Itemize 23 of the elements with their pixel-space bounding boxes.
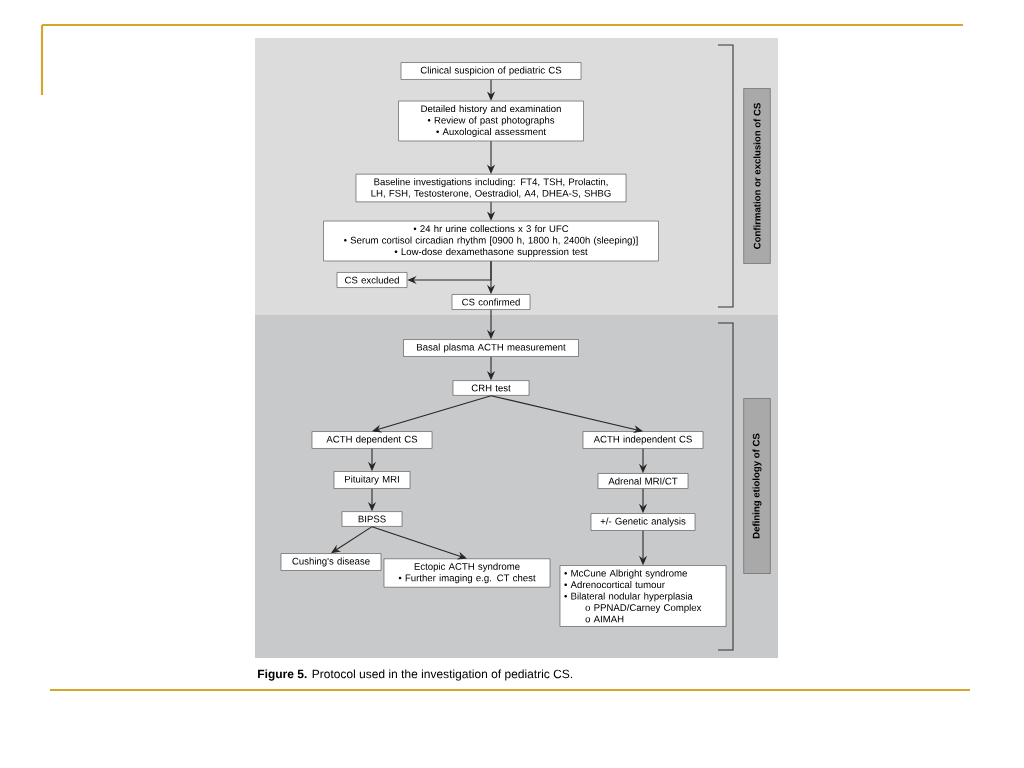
process-box: Cushing's disease xyxy=(280,553,382,571)
process-box: BIPSS xyxy=(341,511,403,527)
arrow xyxy=(372,395,492,433)
process-box: +/- Genetic analysis xyxy=(590,513,696,531)
process-box: Pituitary MRI xyxy=(333,471,411,489)
process-box: Detailed history and examination • Review of past photographs • Auxological assessment xyxy=(398,100,584,142)
process-box: ACTH independent CS xyxy=(582,431,704,449)
process-box: Basal plasma ACTH measurement xyxy=(403,339,579,357)
process-box: Adrenal MRI/CT xyxy=(597,473,689,489)
section-label: Confirmation or exclusion of CS xyxy=(743,88,771,264)
process-box: Baseline investigations including: FT4, TSH, Prolactin, LH, FSH, Testosterone, Oestradiol, A4, DHEA-S, SHBG xyxy=(355,173,627,203)
process-box: CRH test xyxy=(452,380,530,396)
arrow xyxy=(371,526,467,560)
process-box: • 24 hr urine collections x 3 for UFC • Serum cortisol circadian rhythm [0900 h, 1800 h, 2400h (sleeping)] • Low-dose dexamethasone suppression test xyxy=(323,220,659,262)
process-box: CS confirmed xyxy=(451,294,531,310)
list-box: • McCune Albright syndrome • Adrenocortical tumour • Bilateral nodular hyperplasia o PPNAD/Carney Complex o AIMAH xyxy=(559,565,727,627)
process-box: Clinical suspicion of pediatric CS xyxy=(400,62,582,80)
process-box: ACTH dependent CS xyxy=(311,431,433,449)
section-label: Defining etiology of CS xyxy=(743,398,771,574)
process-box: CS excluded xyxy=(336,272,408,288)
process-box: Ectopic ACTH syndrome • Further imaging e.g. CT chest xyxy=(383,558,551,588)
arrow xyxy=(331,526,373,554)
caption: Figure 5. Protocol used in the investigation of pediatric CS. xyxy=(258,669,573,681)
